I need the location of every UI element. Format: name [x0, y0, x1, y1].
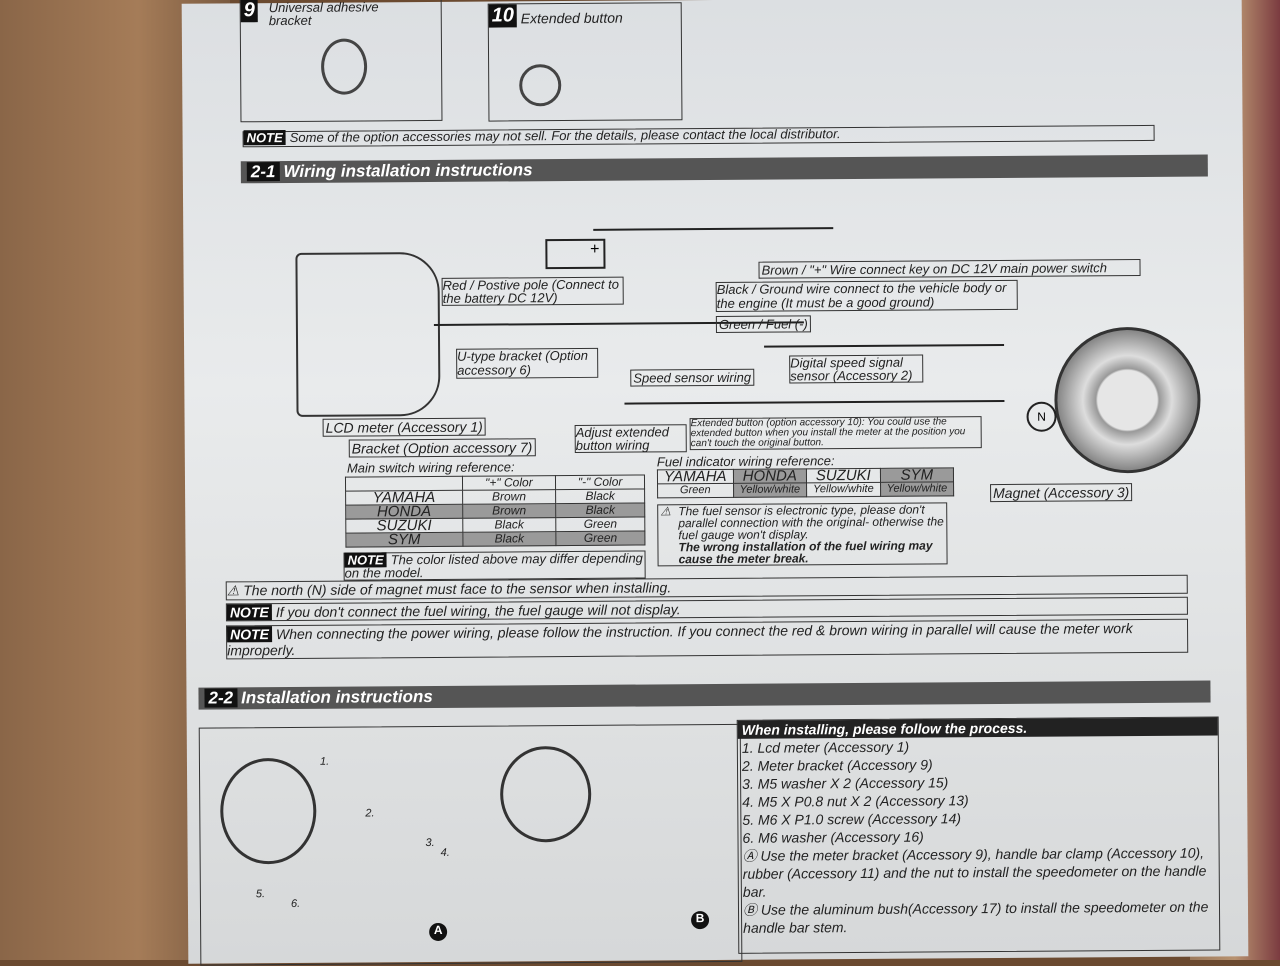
table-cell: SYM: [880, 466, 954, 484]
step-text: Use the meter bracket (Accessory 9), han…: [742, 844, 1207, 900]
section-title: Installation instructions: [241, 686, 433, 708]
table-cell: Brown: [462, 489, 556, 505]
label-speed-sensor: Speed sensor wiring: [630, 368, 755, 387]
table-header: "-" Color: [555, 475, 645, 490]
note-text: When connecting the power wiring, please…: [227, 620, 1133, 659]
table-cell: Black: [462, 517, 556, 533]
table-cell: Brown: [462, 503, 556, 519]
step-text: Use the aluminum bush(Accessory 17) to i…: [743, 898, 1209, 936]
table-cell: Green: [657, 483, 734, 498]
warning-icon: ⚠: [226, 582, 244, 599]
item-label: Extended button: [520, 9, 623, 27]
callout: 4.: [440, 846, 450, 859]
warning-icon: ⚠: [660, 504, 672, 519]
table-cell: HONDA: [732, 467, 807, 485]
label-lcd-meter: LCD meter (Accessory 1): [322, 417, 486, 437]
callout: 5.: [255, 888, 266, 901]
accessory-9-box: 9 Universal adhesive bracket: [239, 0, 443, 123]
meter-housing: [295, 251, 441, 417]
magnet-icon: N: [1026, 401, 1057, 432]
accessory-10-box: 10 Extended button: [487, 2, 683, 122]
mark-a: A: [429, 922, 448, 942]
meter-gauge-b: [499, 745, 592, 843]
callout: 3.: [425, 836, 435, 850]
label-digital-sensor: Digital speed signal sensor (Accessory 2…: [789, 354, 924, 384]
item-number: 9: [240, 0, 258, 23]
note-text: The north (N) side of magnet must face t…: [243, 579, 672, 599]
warning-text: The fuel sensor is electronic type, plea…: [678, 502, 944, 543]
note-text: If you don't connect the fuel wiring, th…: [275, 601, 681, 621]
table-cell: Green: [555, 517, 645, 532]
label-u-bracket: U-type bracket (Option accessory 6): [456, 347, 599, 379]
label-green-wire: Green / Fuel (-): [715, 315, 811, 333]
sprocket-disc: [1053, 326, 1201, 474]
table-cell: Black: [555, 489, 645, 504]
fuel-warning: ⚠ The fuel sensor is electronic type, pl…: [657, 502, 948, 567]
table-cell: Yellow/white: [880, 481, 954, 497]
main-switch-title: Main switch wiring reference:: [346, 459, 515, 476]
extended-button-icon: [519, 64, 562, 107]
north-mark: N: [1037, 409, 1046, 424]
item-number: 10: [488, 4, 518, 28]
table-cell: SUZUKI: [806, 467, 881, 484]
table-cell: Black: [555, 503, 645, 518]
section-number: 2-1: [246, 162, 280, 182]
note-label: NOTE: [227, 626, 273, 643]
wire: [764, 343, 1005, 348]
table-header: "+" Color: [462, 475, 556, 491]
mark-b: B: [691, 911, 710, 930]
manual-page: 9 Universal adhesive bracket 10 Extended…: [181, 0, 1249, 966]
table-cell: Yellow/white: [733, 482, 807, 498]
table-cell: Black: [462, 531, 557, 547]
warning-bold: The wrong installation of the fuel wirin…: [678, 538, 933, 567]
callout: 6.: [290, 897, 301, 910]
label-magnet: Magnet (Accessory 3): [990, 483, 1133, 503]
battery-icon: +: [545, 238, 606, 270]
install-steps-box: When installing, please follow the proce…: [736, 716, 1221, 954]
note-text: Some of the option accessories may not s…: [289, 126, 841, 145]
bracket-ring-icon: [320, 38, 368, 95]
label-bracket: Bracket (Option accessory 7): [348, 438, 536, 458]
label-red-wire: Red / Postive pole (Connect to the batte…: [441, 276, 624, 306]
section-title: Wiring installation instructions: [283, 160, 533, 182]
note-label: NOTE: [243, 129, 286, 146]
wire: [624, 399, 1005, 405]
callout: 1.: [319, 755, 330, 768]
note-text: The color listed above may differ depend…: [344, 550, 643, 581]
wire: [593, 227, 834, 231]
meter-gauge-a: [219, 757, 317, 865]
battery-plus: +: [589, 240, 600, 258]
label-extended-button: Extended button (option accessory 10): Y…: [689, 416, 982, 451]
callout: 2.: [365, 807, 375, 820]
install-diagram-box: 1. 2. 3. 4. 5. 6. A B: [198, 723, 743, 966]
table-cell: Green: [555, 531, 645, 546]
table-cell: SYM: [345, 531, 463, 548]
section-number: 2-2: [204, 688, 238, 708]
label-black-wire: Black / Ground wire connect to the vehic…: [715, 279, 1018, 312]
note-label: NOTE: [226, 604, 272, 621]
label-adjust-button: Adjust extended button wiring: [574, 424, 687, 453]
table-cell: YAMAHA: [657, 468, 734, 485]
step-a: Ⓐ Use the meter bracket (Accessory 9), h…: [742, 844, 1207, 900]
label-brown-wire: Brown / "+" Wire connect key on DC 12V m…: [758, 259, 1141, 279]
step-b: Ⓑ Use the aluminum bush(Accessory 17) to…: [742, 898, 1209, 936]
table-cell: Yellow/white: [806, 482, 881, 497]
item-label: Universal adhesive bracket: [268, 0, 379, 29]
